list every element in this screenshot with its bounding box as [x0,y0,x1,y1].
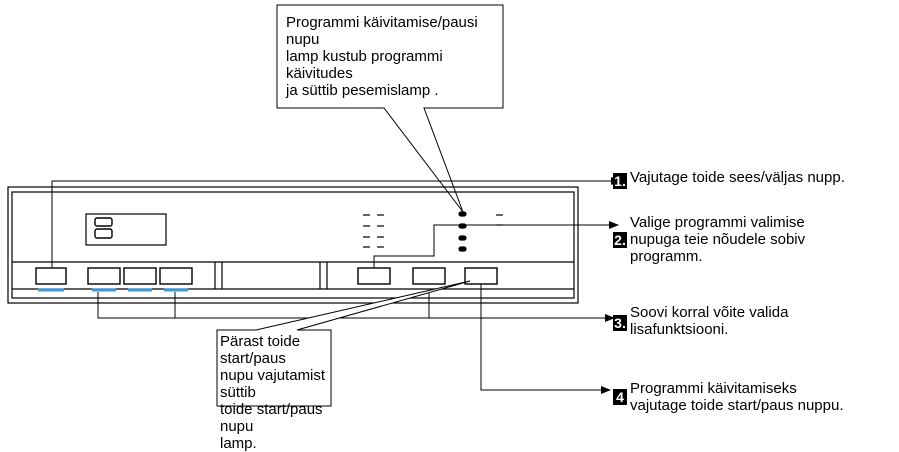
extra-button[interactable] [412,267,446,285]
control-panel-diagram [7,4,621,407]
option-button-1[interactable] [87,267,121,292]
leader-step-2 [373,221,619,268]
power-button[interactable] [35,267,67,292]
step-4-badge: 4 [613,389,627,405]
start-pause-button[interactable] [464,267,498,285]
indicator-lights [363,211,503,252]
leader-step-3 [97,292,615,322]
leader-lines [51,177,621,394]
program-button[interactable] [357,267,391,285]
step-4-text: Programmi käivitamiseks vajutage toide s… [630,380,844,414]
panel-buttons [35,267,498,292]
step-1-text: Vajutage toide sees/väljas nupp. [630,169,845,186]
control-panel [7,186,579,304]
display-window [85,213,167,246]
bottom-callout-box [216,280,471,407]
top-note: Programmi käivitamise/pausi nupu lamp ku… [286,14,478,99]
step-3-text: Soovi korral võite valida lisafunktsioon… [630,304,789,338]
step-3-badge: 3. [613,315,627,331]
step-2-badge: 2. [613,232,627,248]
option-button-3[interactable] [159,267,193,292]
step-2-text: Valige programmi valimise nupuga teie nõ… [630,214,806,265]
top-callout-box [276,4,504,213]
leader-step-1 [51,177,621,268]
leader-step-4 [480,284,611,394]
step-1-badge: 1. [613,173,627,189]
bottom-note: Pärast toide start/paus nupu vajutamist … [220,333,326,452]
option-button-2[interactable] [123,267,157,292]
